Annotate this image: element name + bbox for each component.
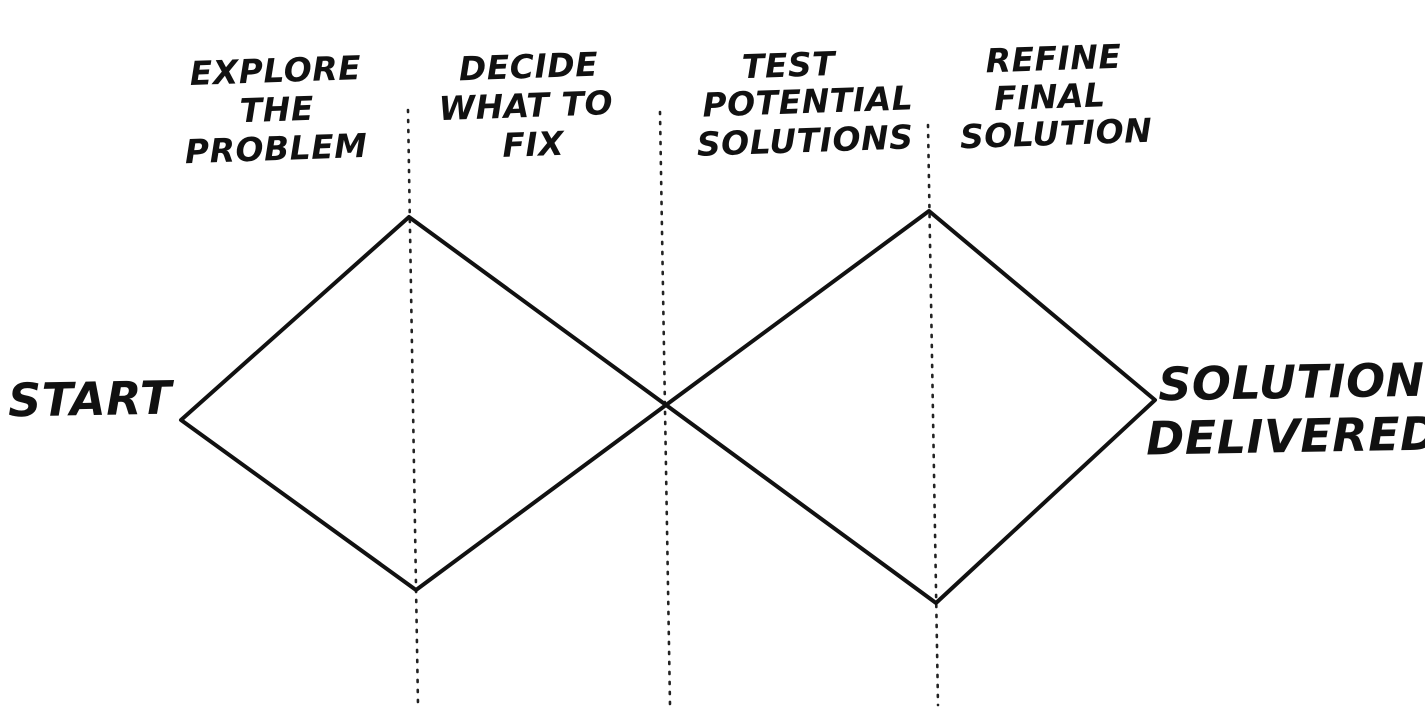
end-label: SOLUTION DELIVERED	[1146, 353, 1425, 466]
phase-label-explore: EXPLORE THE PROBLEM	[184, 48, 368, 171]
phase-divider-3	[926, 123, 940, 707]
phase-label-line: PROBLEM	[184, 126, 368, 171]
phase-label-line: REFINE	[985, 37, 1122, 81]
phase-label-refine: REFINE FINAL SOLUTION	[959, 37, 1153, 157]
phase-label-line: FINAL	[993, 75, 1106, 118]
phase-label-line: SOLUTION	[959, 111, 1153, 157]
phase-label-test: TEST POTENTIAL SOLUTIONS	[696, 44, 914, 164]
start-label: START	[8, 371, 176, 428]
phase-label-decide: DECIDE WHAT TO FIX	[438, 45, 614, 165]
phase-label-line: SOLUTIONS	[696, 117, 914, 164]
phase-label-line: EXPLORE	[189, 48, 362, 93]
phase-label-line: THE	[239, 89, 314, 131]
diamond-develop-deliver	[664, 209, 1157, 605]
phase-divider-1	[406, 108, 420, 707]
end-label-line: SOLUTION	[1158, 353, 1425, 412]
phase-divider-2	[658, 110, 672, 707]
phase-label-line: TEST	[741, 44, 838, 86]
phase-label-line: FIX	[502, 124, 566, 165]
phase-label-line: POTENTIAL	[702, 78, 914, 124]
diamond-discover-define	[179, 215, 668, 592]
phase-label-line: WHAT TO	[438, 83, 614, 128]
end-label-line: DELIVERED	[1146, 406, 1425, 465]
phase-label-line: DECIDE	[458, 45, 599, 89]
